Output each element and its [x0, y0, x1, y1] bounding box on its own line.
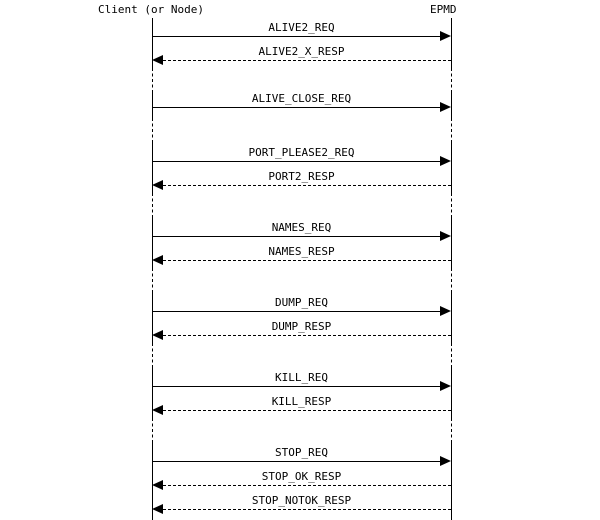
arrowhead-right — [440, 156, 451, 166]
arrowhead-right — [440, 102, 451, 112]
arrowhead-right — [440, 31, 451, 41]
lifeline-epmd-gap-2 — [451, 118, 452, 143]
participant-label-epmd: EPMD — [430, 3, 457, 16]
message-line — [163, 60, 451, 61]
message-label: PORT2_RESP — [268, 170, 335, 183]
lifeline-client-gap-2 — [152, 118, 153, 143]
arrowhead-left — [152, 504, 163, 514]
lifeline-client-gap-5 — [152, 343, 153, 368]
arrowhead-left — [152, 330, 163, 340]
lifeline-client-activation-5 — [152, 368, 153, 418]
lifeline-epmd-gap-tail — [451, 518, 452, 520]
message-label: STOP_NOTOK_RESP — [251, 494, 352, 507]
message-line — [163, 260, 451, 261]
message-label: STOP_REQ — [275, 446, 328, 459]
arrowhead-right — [440, 456, 451, 466]
arrowhead-left — [152, 255, 163, 265]
message-label: KILL_RESP — [271, 395, 332, 408]
message-line — [163, 185, 451, 186]
lifeline-epmd-activation-6 — [451, 443, 452, 518]
lifeline-client-activation-1 — [152, 93, 153, 118]
arrowhead-left — [152, 55, 163, 65]
message-label: ALIVE_CLOSE_REQ — [251, 92, 352, 105]
message-line — [152, 236, 440, 237]
message-label: NAMES_RESP — [268, 245, 335, 258]
lifeline-client-gap-4 — [152, 268, 153, 293]
lifeline-client-gap-tail — [152, 518, 153, 520]
message-label: NAMES_REQ — [271, 221, 332, 234]
lifeline-client-activation-0 — [152, 18, 153, 68]
message-label: ALIVE2_X_RESP — [258, 45, 345, 58]
message-label: STOP_OK_RESP — [261, 470, 342, 483]
arrowhead-left — [152, 405, 163, 415]
arrowhead-right — [440, 306, 451, 316]
lifeline-client-activation-4 — [152, 293, 153, 343]
message-line — [163, 485, 451, 486]
lifeline-epmd-activation-3 — [451, 218, 452, 268]
message-line — [152, 461, 440, 462]
participant-label-client: Client (or Node) — [98, 3, 204, 16]
message-line — [152, 36, 440, 37]
lifeline-epmd-gap-4 — [451, 268, 452, 293]
lifeline-client-activation-3 — [152, 218, 153, 268]
lifeline-client-gap-6 — [152, 418, 153, 443]
arrowhead-left — [152, 180, 163, 190]
message-line — [163, 410, 451, 411]
lifeline-epmd-activation-0 — [451, 18, 452, 68]
lifeline-epmd-activation-2 — [451, 143, 452, 193]
message-label: KILL_REQ — [275, 371, 328, 384]
message-label: DUMP_RESP — [271, 320, 332, 333]
message-line — [163, 509, 451, 510]
lifeline-epmd-activation-5 — [451, 368, 452, 418]
lifeline-epmd-gap-1 — [451, 68, 452, 93]
message-label: PORT_PLEASE2_REQ — [248, 146, 355, 159]
lifeline-client-activation-2 — [152, 143, 153, 193]
message-line — [163, 335, 451, 336]
arrowhead-right — [440, 231, 451, 241]
message-line — [152, 386, 440, 387]
lifeline-epmd-activation-1 — [451, 93, 452, 118]
lifeline-epmd-gap-3 — [451, 193, 452, 218]
message-line — [152, 161, 440, 162]
lifeline-epmd-gap-6 — [451, 418, 452, 443]
lifeline-client-gap-3 — [152, 193, 153, 218]
message-line — [152, 107, 440, 108]
lifeline-epmd-gap-5 — [451, 343, 452, 368]
message-line — [152, 311, 440, 312]
arrowhead-right — [440, 381, 451, 391]
arrowhead-left — [152, 480, 163, 490]
message-label: ALIVE2_REQ — [268, 21, 335, 34]
message-label: DUMP_REQ — [275, 296, 328, 309]
lifeline-epmd-activation-4 — [451, 293, 452, 343]
lifeline-client-gap-1 — [152, 68, 153, 93]
